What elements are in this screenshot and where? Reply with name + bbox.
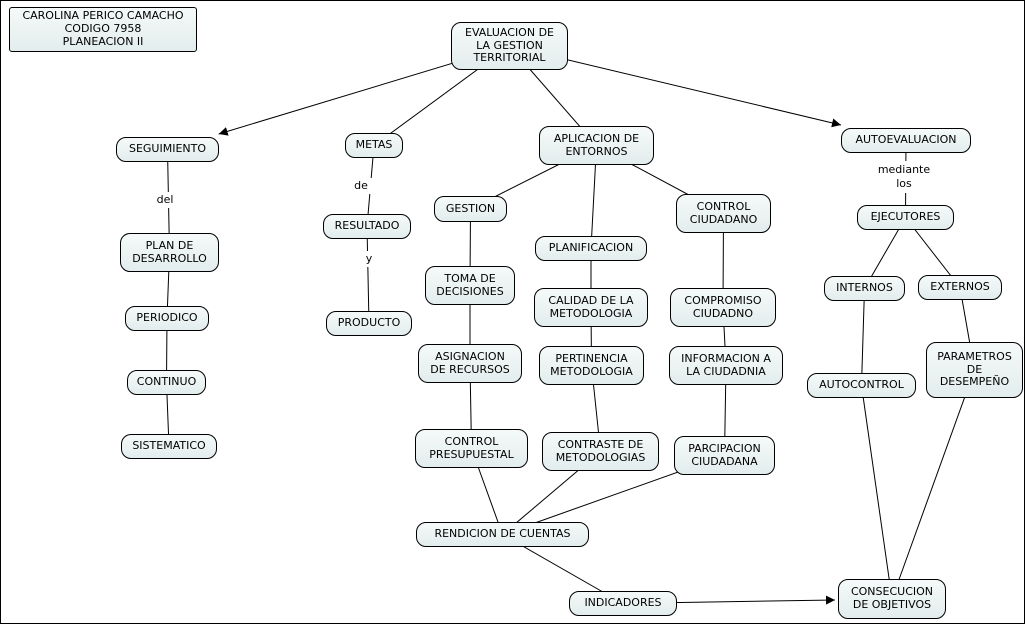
node-externos[interactable]: EXTERNOS bbox=[918, 275, 1002, 300]
node-continuo[interactable]: CONTINUO bbox=[127, 370, 206, 395]
node-seguimiento[interactable]: SEGUIMIENTO bbox=[116, 137, 219, 162]
node-parcipacion-ciudadana[interactable]: PARCIPACION CIUDADANA bbox=[674, 436, 775, 475]
edge-autocontrol--consecucion-objetivos bbox=[861, 385, 893, 600]
edge-internos--autocontrol bbox=[861, 288, 865, 386]
node-sistematico[interactable]: SISTEMATICO bbox=[121, 434, 217, 459]
node-pertinencia-metodologia[interactable]: PERTINENCIA METODOLOGIA bbox=[539, 346, 644, 385]
node-consecucion-objetivos[interactable]: CONSECUCION DE OBJETIVOS bbox=[838, 579, 946, 619]
node-control-presupuestal[interactable]: CONTROL PRESUPUESTAL bbox=[415, 429, 528, 468]
node-aplicacion[interactable]: APLICACION DE ENTORNOS bbox=[539, 126, 654, 165]
node-rendicion-cuentas[interactable]: RENDICION DE CUENTAS bbox=[416, 522, 589, 547]
node-control-ciudadano[interactable]: CONTROL CIUDADANO bbox=[676, 194, 771, 233]
link-label-del: del bbox=[149, 192, 181, 208]
link-label-de: de bbox=[346, 178, 376, 194]
node-gestion[interactable]: GESTION bbox=[434, 196, 507, 222]
node-autoevaluacion[interactable]: AUTOEVALUACION bbox=[841, 128, 971, 153]
node-informacion-ciudadnia[interactable]: INFORMACION A LA CIUDADNIA bbox=[669, 346, 783, 385]
node-author[interactable]: CAROLINA PERICO CAMACHO CODIGO 7958 PLAN… bbox=[9, 7, 197, 52]
node-compromiso-ciudadno[interactable]: COMPROMISO CIUDADNO bbox=[670, 288, 776, 327]
node-resultado[interactable]: RESULTADO bbox=[323, 214, 411, 239]
node-producto[interactable]: PRODUCTO bbox=[326, 311, 412, 336]
node-toma-decisiones[interactable]: TOMA DE DECISIONES bbox=[425, 266, 515, 305]
link-label-mediante-los: mediante los bbox=[871, 161, 937, 193]
edge-parametros-desempeno--consecucion-objetivos bbox=[891, 369, 975, 600]
node-ejecutores[interactable]: EJECUTORES bbox=[857, 205, 954, 230]
node-autocontrol[interactable]: AUTOCONTROL bbox=[807, 373, 916, 398]
node-calidad-metodologia[interactable]: CALIDAD DE LA METODOLOGIA bbox=[534, 288, 648, 327]
node-internos[interactable]: INTERNOS bbox=[824, 276, 905, 301]
edge-resultado--producto bbox=[366, 226, 370, 324]
node-planificacion[interactable]: PLANIFICACION bbox=[535, 236, 647, 261]
node-indicadores[interactable]: INDICADORES bbox=[569, 591, 677, 616]
node-contraste-metodologias[interactable]: CONTRASTE DE METODOLOGIAS bbox=[542, 432, 659, 471]
node-evaluacion[interactable]: EVALUACION DE LA GESTION TERRITORIAL bbox=[451, 22, 568, 70]
node-plan-desarrollo[interactable]: PLAN DE DESARROLLO bbox=[120, 233, 219, 272]
node-metas[interactable]: METAS bbox=[345, 133, 403, 158]
node-parametros-desempeno[interactable]: PARAMETROS DE DESEMPEÑO bbox=[926, 342, 1023, 398]
node-periodico[interactable]: PERIODICO bbox=[125, 306, 209, 331]
node-asignacion-recursos[interactable]: ASIGNACION DE RECURSOS bbox=[418, 344, 522, 383]
link-label-y: y bbox=[355, 251, 383, 267]
